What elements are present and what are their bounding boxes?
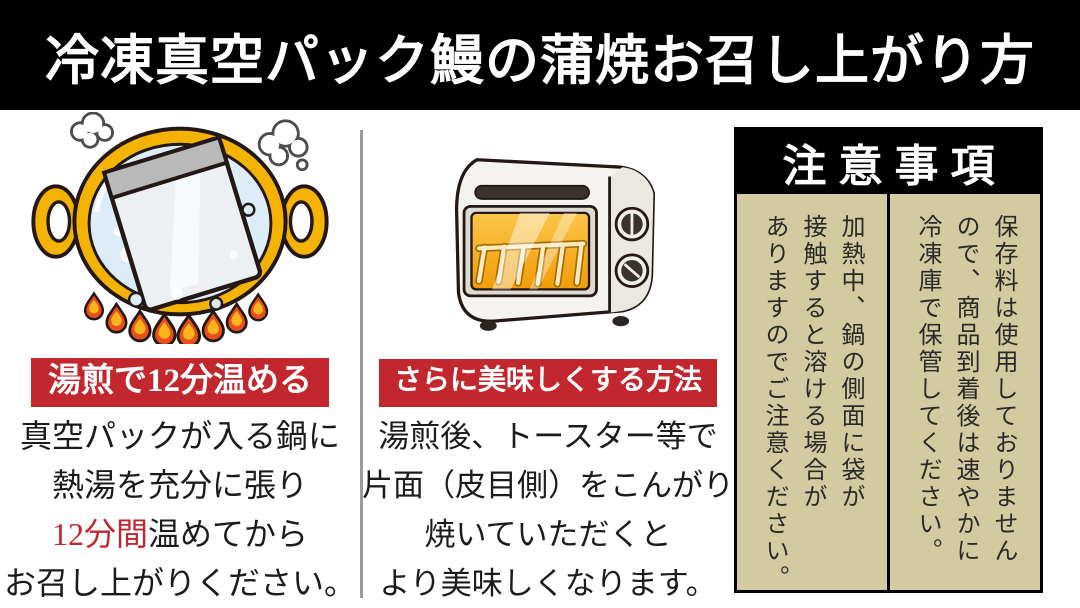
text-line: 真空パックが入る鍋に: [19, 418, 340, 454]
title-bar: 冷凍真空パック鰻の蒲焼お召し上がり方: [0, 0, 1080, 110]
flame-icons: [83, 291, 269, 344]
toaster-oven-icon: [454, 158, 656, 331]
step-boil-text: 真空パックが入る鍋に 熱湯を充分に張り 12分間温めてから お召し上がりください…: [4, 412, 356, 608]
text-line: 片面（皮目側）をこんがり: [362, 468, 734, 503]
step-toaster-badge: さらに美味しくする方法: [378, 359, 717, 407]
step-boil-badge: 湯煎で12分温める: [31, 357, 329, 407]
text-line: 湯煎後、トースター等で: [378, 419, 718, 454]
oven-knob-top: [614, 206, 650, 242]
oven-knob-bottom: [614, 253, 650, 288]
text-line: 熱湯を充分に張り: [51, 467, 308, 503]
pot-handles: [31, 184, 329, 259]
step-boil-section: 湯煎で12分温める 真空パックが入る鍋に 熱湯を充分に張り 12分間温めてから …: [0, 110, 360, 608]
oven-foot: [479, 320, 497, 331]
page-title: 冷凍真空パック鰻の蒲焼お召し上がり方: [45, 30, 1035, 91]
column-divider: [360, 130, 363, 598]
notice-header: 注意事項: [737, 130, 1040, 194]
oven-handle: [474, 184, 590, 200]
text-line: より美味しくなります。: [379, 566, 717, 601]
highlight-duration: 12分間: [51, 516, 148, 552]
oven-foot: [612, 315, 630, 327]
boiling-pot-icon: [31, 112, 329, 344]
notice-item-heating: 加熱中、鍋の側面に袋が 接触すると溶ける場合が ありますのでご注意ください。: [737, 194, 887, 592]
vertical-text: 加熱中、鍋の側面に袋が 接触すると溶ける場合が ありますのでご注意ください。: [761, 214, 863, 592]
notice-box: 注意事項 保存料は使用しておりません ので、商品到着後は速やかに 冷凍庫で保管し…: [734, 127, 1043, 593]
notice-body: 保存料は使用しておりません ので、商品到着後は速やかに 冷凍庫で保管してください…: [737, 194, 1040, 592]
vertical-text: 保存料は使用しておりません ので、商品到着後は速やかに 冷凍庫で保管してください…: [914, 214, 1016, 565]
vacuum-pack-icon: [101, 135, 263, 312]
text-line: 焼いていただくと: [424, 517, 672, 552]
step-toaster-section: さらに美味しくする方法 湯煎後、トースター等で 片面（皮目側）をこんがり 焼いて…: [362, 110, 734, 608]
text-line: お召し上がりください。: [3, 565, 356, 601]
text-line: 12分間温めてから: [51, 516, 308, 552]
notice-item-storage: 保存料は使用しておりません ので、商品到着後は速やかに 冷凍庫で保管してください…: [887, 194, 1040, 592]
step-toaster-text: 湯煎後、トースター等で 片面（皮目側）をこんがり 焼いていただくと より美味しく…: [362, 412, 734, 608]
